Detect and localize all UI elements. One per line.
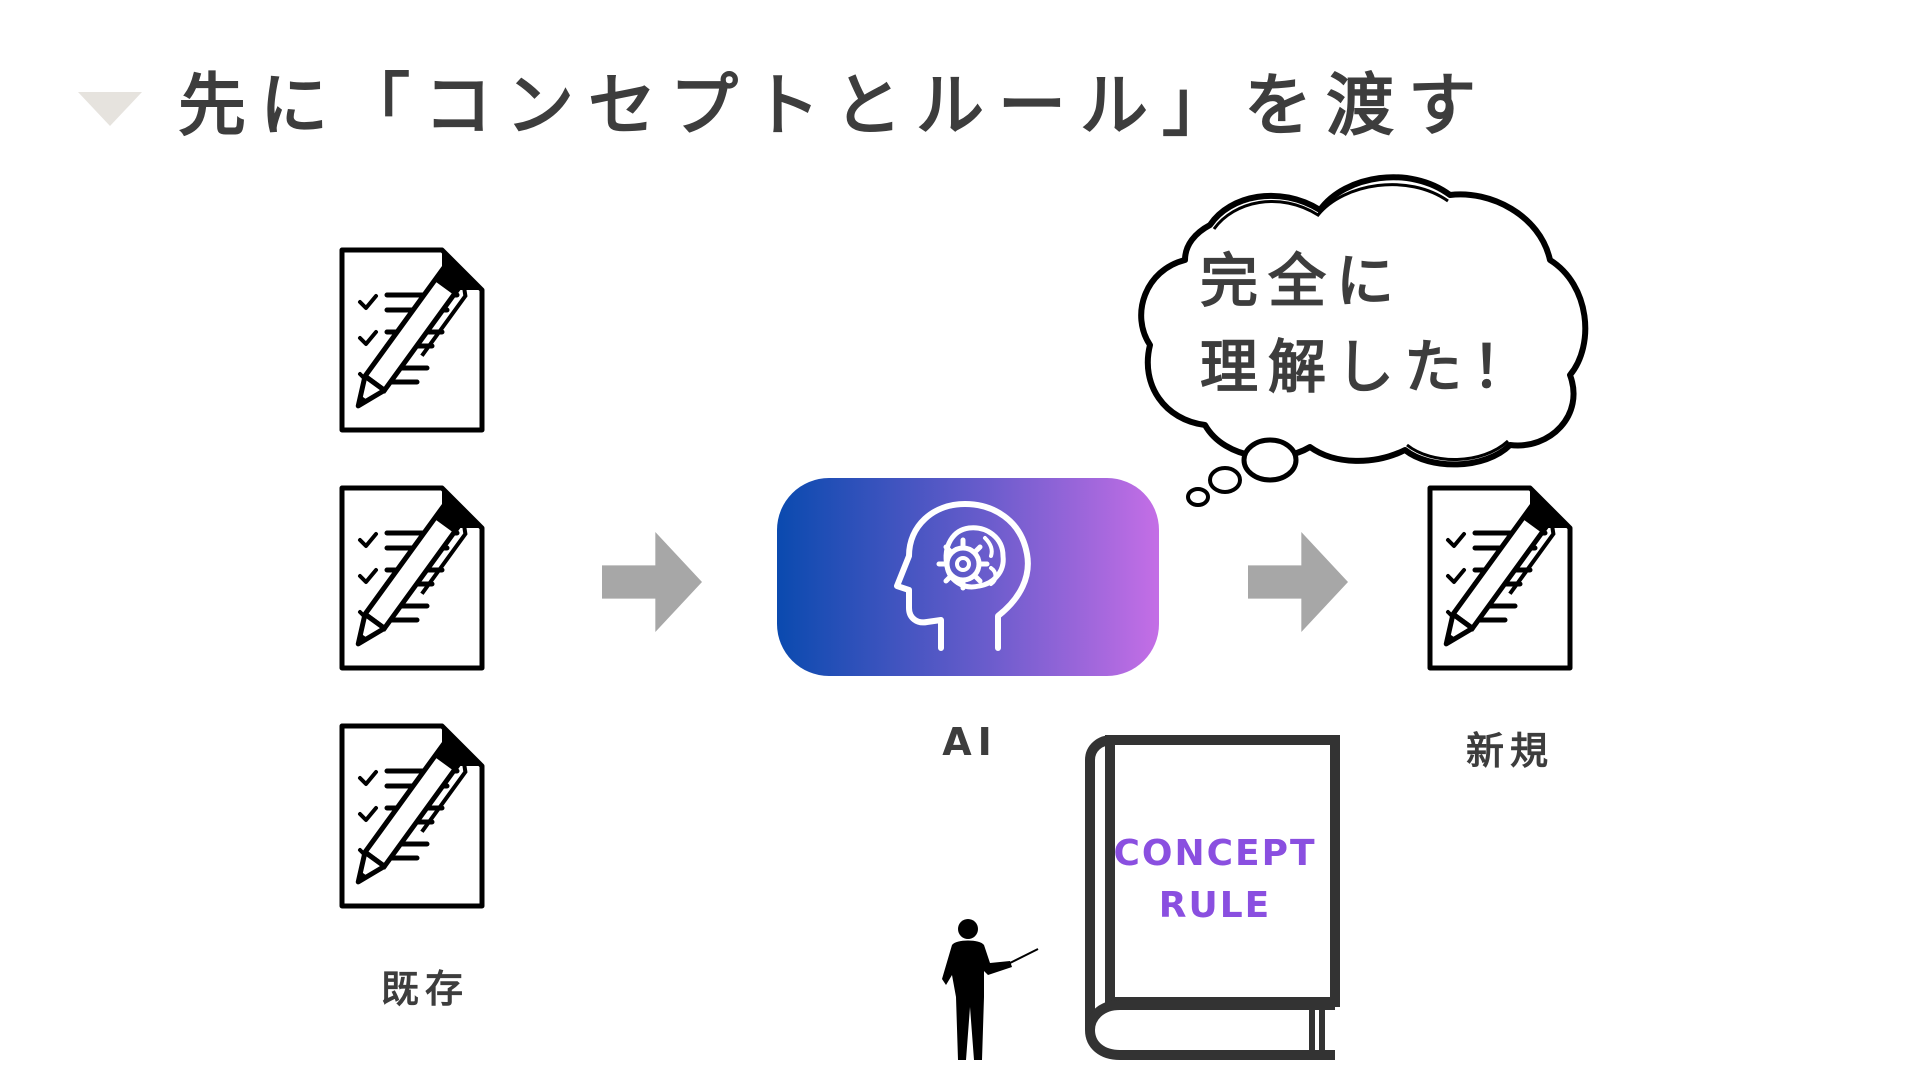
thought-bubble-line-1: 完全に <box>1200 247 1405 315</box>
existing-document-icon-2 <box>332 478 532 678</box>
brain-gear-head-icon <box>894 501 1031 651</box>
thought-bubble-line-2: 理解した！ <box>1200 333 1541 401</box>
page-title: 先に「コンセプトとルール」を渡す <box>178 67 1491 146</box>
label-ai: AI <box>942 720 998 764</box>
label-new: 新規 <box>1465 729 1554 773</box>
book-text-concept: CONCEPT <box>1113 833 1317 874</box>
thought-bubble-text: 完全に 理解した！ <box>1200 238 1540 410</box>
existing-document-icon-1 <box>332 240 532 440</box>
thought-cloud-icon <box>1138 174 1589 507</box>
presenter-silhouette-icon <box>942 919 1039 1060</box>
book-text-rule: RULE <box>1158 885 1272 926</box>
label-existing: 既存 <box>380 967 469 1011</box>
book-icon <box>1085 735 1340 1060</box>
header-triangle-icon <box>78 92 142 126</box>
arrow-right-icon-1 <box>602 532 702 632</box>
book-cover-text: CONCEPT RULE <box>1100 828 1330 932</box>
arrow-right-icon-2 <box>1248 532 1348 632</box>
existing-document-icon-3 <box>332 716 532 916</box>
ai-box <box>777 478 1159 676</box>
